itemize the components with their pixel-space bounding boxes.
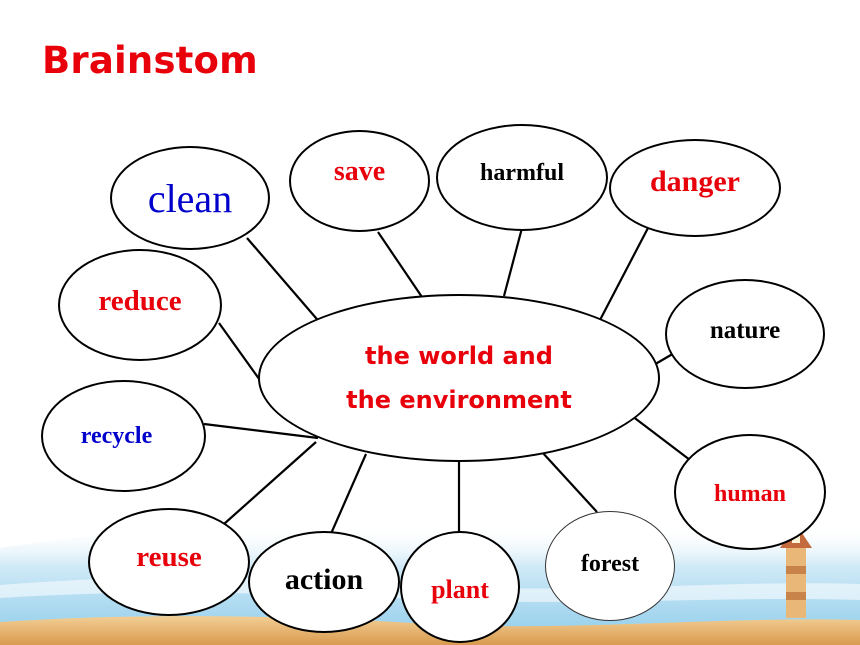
node-nature: nature	[665, 279, 825, 389]
node-label-forest: forest	[580, 550, 640, 577]
link-action	[328, 453, 368, 537]
link-forest	[541, 451, 598, 513]
node-label-nature: nature	[709, 317, 781, 344]
node-harmful: harmful	[436, 124, 608, 231]
node-label-danger: danger	[650, 165, 740, 198]
node-clean: clean	[110, 146, 270, 250]
link-recycle	[203, 422, 319, 440]
node-forest: forest	[545, 511, 675, 621]
node-label-plant: plant	[431, 575, 489, 604]
node-plant: plant	[400, 531, 520, 643]
node-label-human: human	[713, 480, 787, 507]
node-label-action: action	[284, 563, 364, 596]
center-topic: the world and the environment	[258, 294, 660, 462]
link-reuse	[223, 441, 317, 525]
node-label-harmful: harmful	[480, 160, 564, 186]
node-reuse: reuse	[88, 508, 250, 616]
link-human	[631, 415, 691, 461]
center-topic-line-1: the world and	[365, 342, 553, 370]
node-human: human	[674, 434, 826, 550]
node-action: action	[248, 531, 400, 633]
node-label-reuse: reuse	[136, 540, 202, 573]
link-save	[377, 231, 425, 301]
link-clean	[246, 237, 323, 326]
node-label-save: save	[333, 156, 386, 187]
node-recycle: recycle	[41, 380, 206, 492]
node-save: save	[289, 130, 430, 232]
node-reduce: reduce	[58, 249, 222, 361]
link-harmful	[502, 227, 524, 297]
node-label-recycle: recycle	[80, 422, 153, 449]
node-danger: danger	[609, 139, 781, 237]
link-reduce	[218, 322, 263, 384]
node-label-clean: clean	[147, 175, 233, 221]
node-label-reduce: reduce	[98, 284, 182, 317]
center-topic-line-2: the environment	[346, 386, 572, 414]
link-danger	[599, 227, 649, 321]
page-title: Brainstom	[42, 39, 258, 82]
